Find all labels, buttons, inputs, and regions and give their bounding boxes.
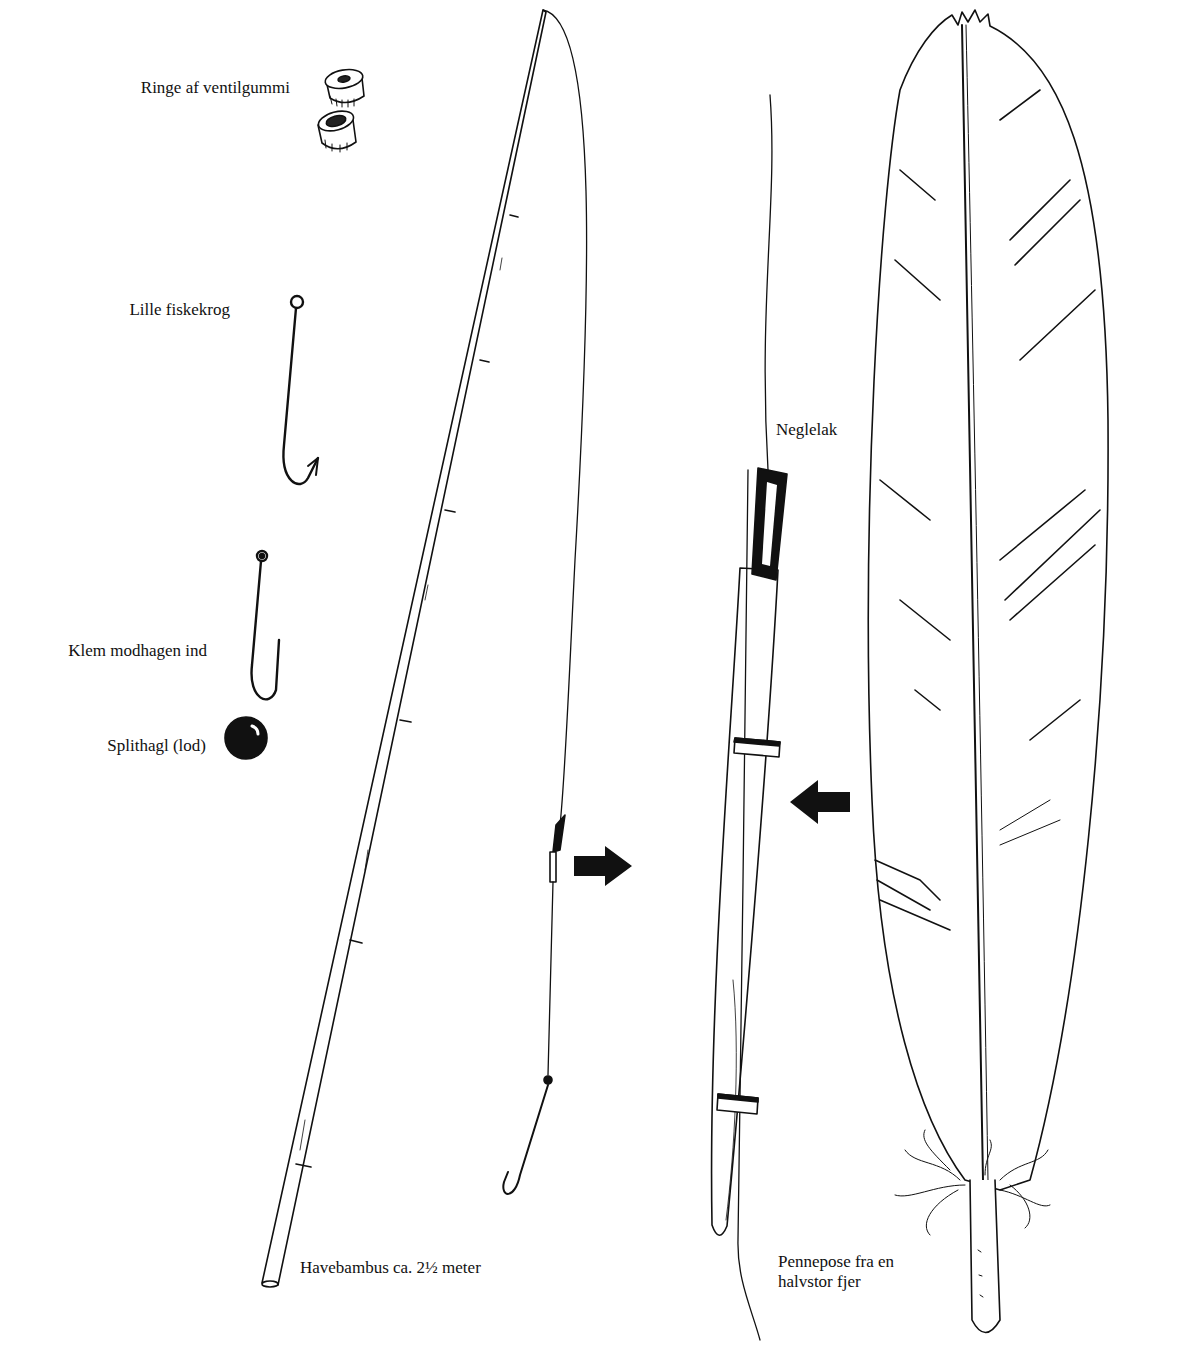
arrow-right bbox=[574, 846, 632, 886]
part-label: Klem modhagen ind bbox=[68, 641, 207, 661]
part-label: Ringe af ventilgummi bbox=[141, 78, 290, 98]
arrow-left bbox=[790, 780, 850, 824]
part-label: Splithagl (lod) bbox=[107, 736, 206, 756]
fishing-line bbox=[503, 10, 586, 1194]
part-label: Pennepose fra en halvstor fjer bbox=[778, 1252, 903, 1293]
bamboo-rod bbox=[262, 10, 546, 1287]
part-label: Havebambus ca. 2½ meter bbox=[300, 1258, 481, 1278]
rubber-rings bbox=[316, 67, 364, 152]
quill-float bbox=[712, 95, 787, 1340]
feather bbox=[868, 10, 1108, 1333]
split-shot bbox=[225, 717, 267, 759]
part-label: Lille fiskekrog bbox=[129, 300, 230, 320]
part-label: Neglelak bbox=[776, 420, 837, 440]
fish-hooks bbox=[252, 296, 318, 699]
